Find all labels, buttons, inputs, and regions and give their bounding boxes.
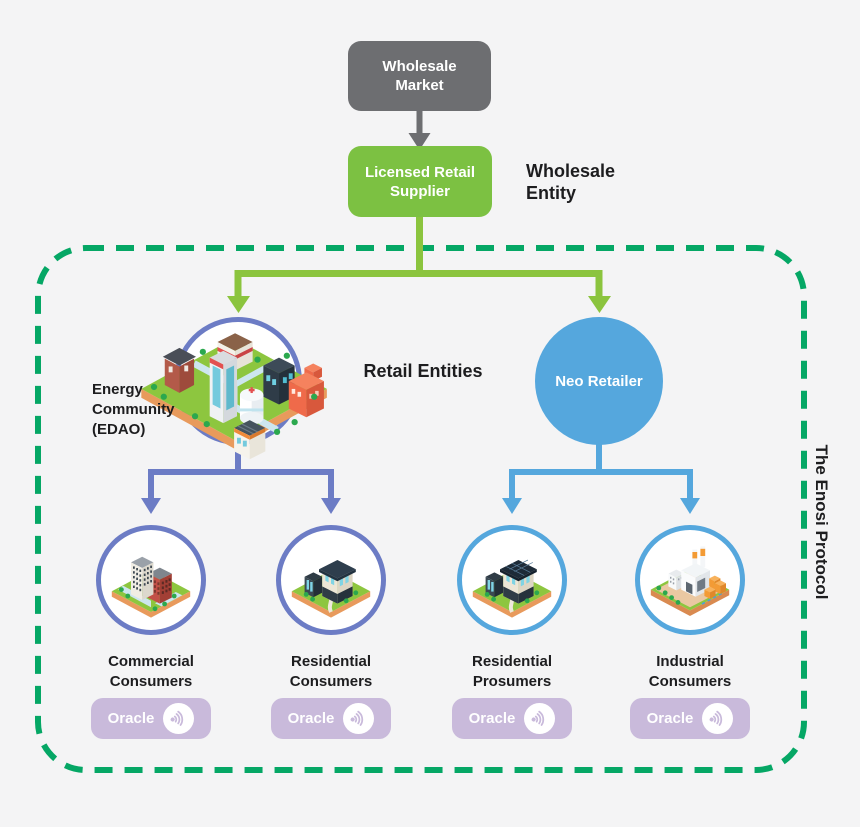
residential-prosumers-label: Residential Prosumers (471, 653, 553, 690)
signal-rss-icon (163, 703, 195, 734)
oracle-badge: Oracle (630, 698, 750, 739)
oracle-badge: Oracle (452, 698, 572, 739)
oracle-badge-label: Oracle (646, 710, 694, 727)
industrial-consumers-circle (635, 525, 745, 635)
factory-illustration (650, 546, 730, 616)
residential-consumers-circle (276, 525, 386, 635)
residential-consumers-label: Residential Consumers (289, 653, 373, 690)
commercial-consumers-label: Commercial Consumers (108, 653, 194, 690)
wholesale-market-label: Wholesale Market (382, 58, 457, 94)
licensed-retail-supplier-label: Licensed Retail Supplier (364, 163, 476, 200)
city-illustration (141, 333, 327, 460)
retail-entities-section-label: Retail Entities (363, 361, 483, 381)
commercial-building-illustration (111, 556, 191, 618)
neo-retailer-node: Neo Retailer (535, 317, 663, 445)
industrial-consumers-label: Industrial Consumers (648, 653, 732, 690)
oracle-badge: Oracle (271, 698, 391, 739)
licensed-retail-supplier-node: Licensed Retail Supplier (348, 146, 492, 217)
residential-prosumers-circle (457, 525, 567, 635)
supplier-branch-connector (227, 214, 611, 313)
residential-house-illustration (291, 560, 371, 618)
wholesale-entity-section-label: Wholesale Entity (526, 161, 616, 203)
wholesale-market-node: Wholesale Market (348, 41, 491, 111)
oracle-badge: Oracle (91, 698, 211, 739)
signal-rss-icon (524, 703, 556, 734)
enosi-protocol-label: The Enosi Protocol (812, 444, 831, 600)
energy-community-label: Energy Community (EDAO) (92, 381, 175, 438)
signal-rss-icon (343, 703, 375, 734)
solar-house-illustration (472, 559, 552, 618)
wholesale-to-supplier-arrow (408, 110, 431, 150)
oracle-badge-label: Oracle (287, 710, 335, 727)
oracle-badge-label: Oracle (468, 710, 516, 727)
commercial-consumers-circle (96, 525, 206, 635)
retailer-branch-connector (502, 444, 700, 514)
oracle-badge-label: Oracle (107, 710, 155, 727)
neo-retailer-label: Neo Retailer (555, 372, 643, 390)
signal-rss-icon (702, 703, 734, 734)
